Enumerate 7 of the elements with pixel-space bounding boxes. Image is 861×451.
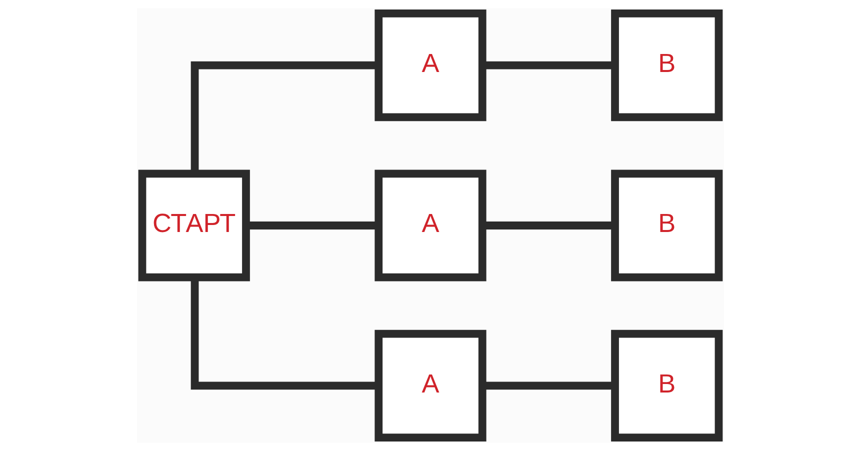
node-box: A bbox=[374, 9, 486, 122]
node-box: B bbox=[611, 330, 723, 442]
node-box: A bbox=[374, 170, 486, 282]
node-box: B bbox=[611, 170, 723, 282]
node-box: A bbox=[374, 330, 486, 442]
node-box: B bbox=[611, 9, 723, 122]
node-box: СТАРТ bbox=[138, 170, 250, 282]
